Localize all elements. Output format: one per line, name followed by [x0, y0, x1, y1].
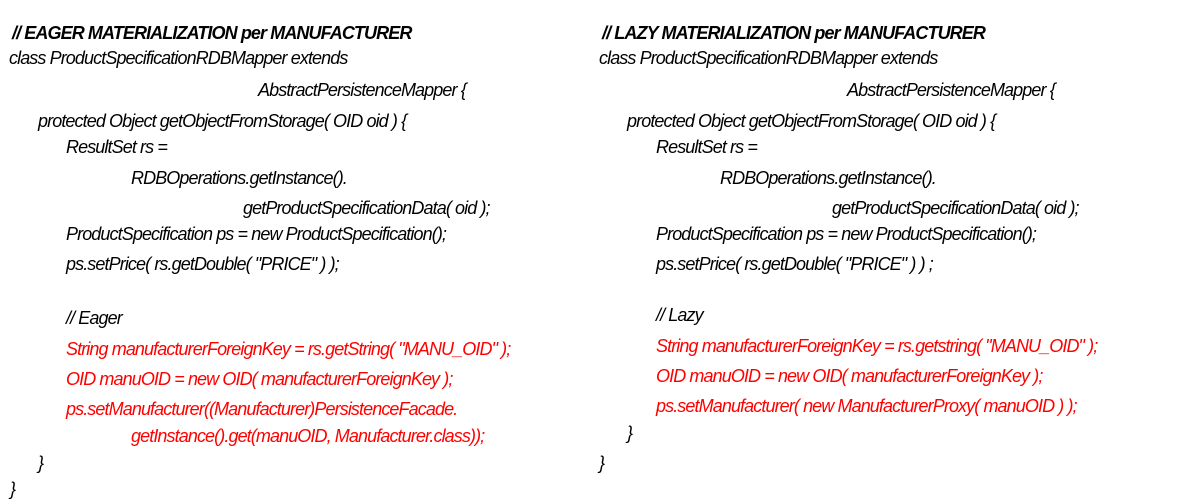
- eager-heading: // EAGER MATERIALIZATION per MANUFACTURE…: [12, 23, 412, 43]
- eager-code-line: ps.setPrice( rs.getDouble( "PRICE" ) );: [66, 254, 340, 274]
- lazy-code-line: AbstractPersistenceMapper {: [847, 80, 1056, 100]
- eager-code-line: ProductSpecification ps = new ProductSpe…: [66, 224, 447, 244]
- eager-code-panel: // EAGER MATERIALIZATION per MANUFACTURE…: [9, 23, 511, 499]
- lazy-code-line: ProductSpecification ps = new ProductSpe…: [656, 224, 1037, 244]
- eager-code-line-highlight: OID manuOID = new OID( manufacturerForei…: [66, 369, 453, 389]
- lazy-code-line: protected Object getObjectFromStorage( O…: [627, 111, 996, 131]
- eager-code-line-highlight: getInstance().get(manuOID, Manufacturer.…: [131, 426, 485, 446]
- lazy-code-comment: // Lazy: [656, 305, 704, 325]
- eager-code-comment: // Eager: [66, 308, 123, 328]
- eager-code-line: protected Object getObjectFromStorage( O…: [38, 111, 407, 131]
- lazy-code-line: getProductSpecificationData( oid );: [832, 198, 1080, 218]
- lazy-code-line: RDBOperations.getInstance().: [720, 168, 937, 188]
- lazy-code-panel: // LAZY MATERIALIZATION per MANUFACTURER…: [599, 23, 1098, 473]
- eager-code-line: getProductSpecificationData( oid );: [243, 198, 491, 218]
- eager-code-line: AbstractPersistenceMapper {: [258, 80, 467, 100]
- lazy-close-brace: }: [627, 423, 633, 443]
- lazy-close-brace: }: [599, 453, 605, 473]
- lazy-code-line: class ProductSpecificationRDBMapper exte…: [599, 48, 938, 68]
- eager-close-brace: }: [38, 453, 44, 473]
- lazy-code-line: ResultSet rs =: [656, 137, 758, 157]
- eager-close-brace: }: [10, 479, 16, 499]
- lazy-code-line-highlight: OID manuOID = new OID( manufacturerForei…: [656, 366, 1043, 386]
- eager-code-line: ResultSet rs =: [66, 137, 168, 157]
- lazy-heading: // LAZY MATERIALIZATION per MANUFACTURER: [602, 23, 986, 43]
- lazy-code-line-highlight: ps.setManufacturer( new ManufacturerProx…: [656, 396, 1078, 416]
- eager-code-line: class ProductSpecificationRDBMapper exte…: [9, 48, 348, 68]
- eager-code-line-highlight: ps.setManufacturer((Manufacturer)Persist…: [66, 399, 458, 419]
- eager-code-line: RDBOperations.getInstance().: [131, 168, 348, 188]
- lazy-code-line: ps.setPrice( rs.getDouble( "PRICE" ) ) ;: [656, 254, 934, 274]
- eager-code-line-highlight: String manufacturerForeignKey = rs.getSt…: [66, 339, 511, 359]
- lazy-code-line-highlight: String manufacturerForeignKey = rs.getst…: [656, 336, 1098, 356]
